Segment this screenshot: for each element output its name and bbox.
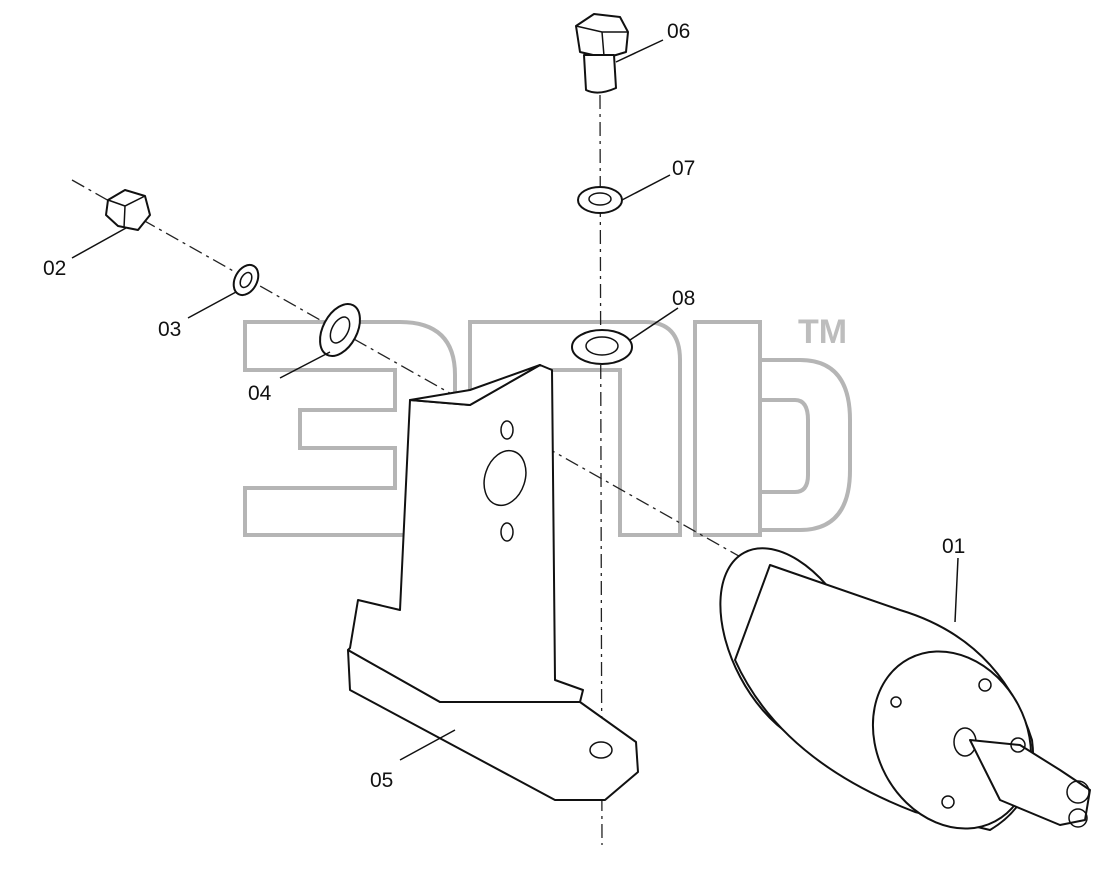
callout-08: 08 [672, 287, 695, 310]
hex-nut-part-02 [105, 189, 151, 231]
callout-03: 03 [158, 318, 181, 341]
callout-02: 02 [43, 257, 66, 280]
leader-lines [71, 39, 959, 761]
cylinder-part-01 [719, 547, 1091, 831]
spring-washer-part-07 [577, 186, 623, 214]
watermark-logo: TM [243, 313, 852, 537]
callout-04: 04 [248, 382, 272, 405]
spring-washer-part-03 [232, 263, 260, 297]
hex-bolt-part-06 [575, 13, 629, 94]
flat-washer-part-08 [571, 329, 633, 365]
callout-07: 07 [672, 157, 695, 180]
callout-05: 05 [370, 769, 393, 792]
callout-06: 06 [667, 20, 690, 43]
callout-01: 01 [942, 535, 965, 558]
trademark-sign: TM [798, 313, 847, 351]
callout-labels: 02 03 04 05 06 07 08 01 [43, 20, 965, 792]
bracket-part-05 [347, 364, 639, 801]
flat-washer-part-04 [319, 303, 361, 357]
